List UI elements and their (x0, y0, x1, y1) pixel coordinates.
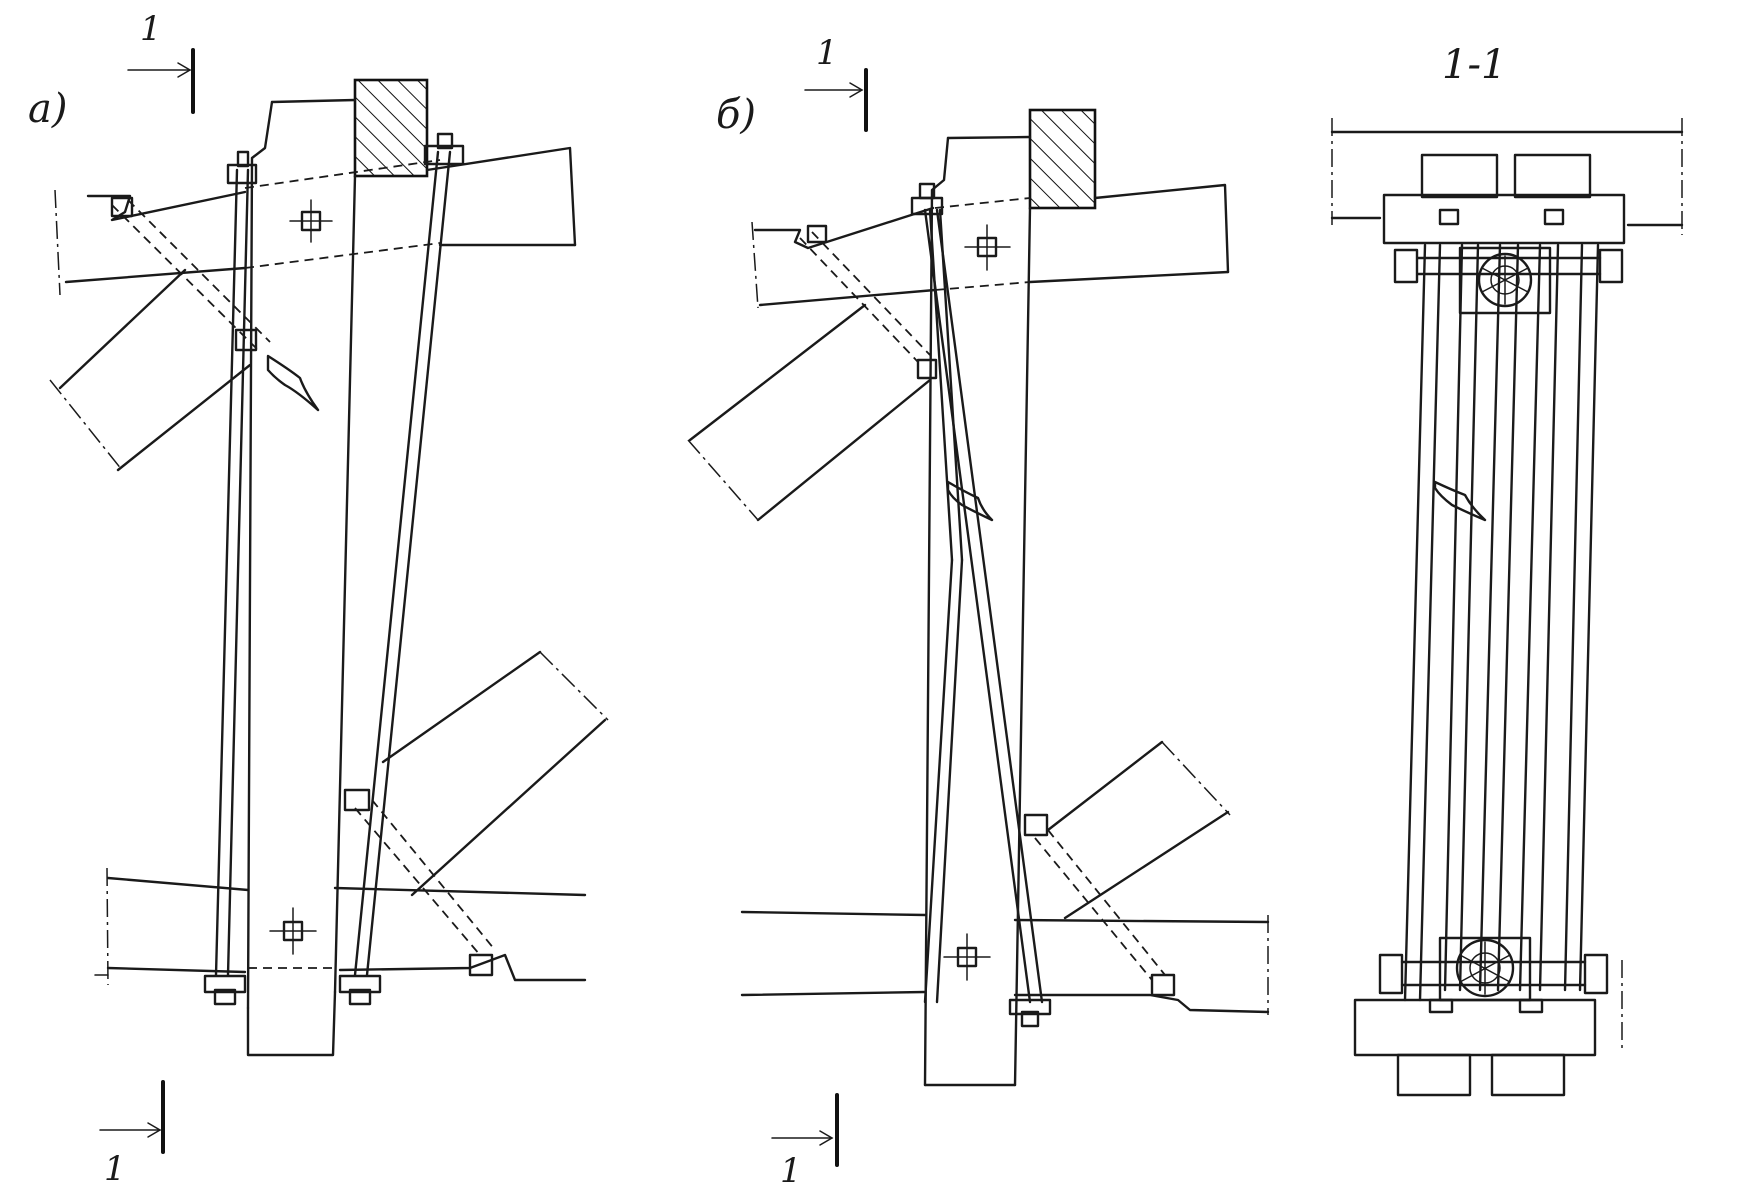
top-block-b (1028, 108, 1097, 210)
section-marker-a-top: 1 (127, 9, 195, 114)
lower-diagonal-b (1034, 740, 1231, 981)
section-bottom-beam (1353, 960, 1623, 1097)
lower-beam-a (94, 867, 587, 986)
nut-plates-b (806, 182, 1176, 1028)
drawing-a: а) 1 1 (28, 9, 609, 1189)
section-top-beam (1330, 118, 1684, 245)
break-mark-section (1433, 480, 1487, 522)
section-bottom-hardware (1378, 208, 1609, 1014)
tie-rods-b (923, 208, 1044, 1004)
upper-beam-a (54, 146, 577, 296)
upper-beam-b (751, 183, 1230, 309)
upper-diagonal-b (687, 231, 932, 522)
section-marker-b-bottom: 1 (771, 1093, 839, 1189)
section-marker-a-top-label: 1 (140, 9, 162, 49)
section-marker-b-top: 1 (804, 33, 868, 132)
variant-a-label: а) (28, 86, 67, 132)
tie-rods-a (214, 150, 452, 977)
lower-beam-b (740, 910, 1270, 1015)
section-marker-a-bottom-label: 1 (104, 1149, 126, 1189)
lower-diagonal-a (354, 650, 609, 956)
bolts-b (943, 224, 1011, 981)
section-marker-b-bottom-label: 1 (780, 1151, 802, 1189)
top-block-a (353, 78, 429, 178)
section-title: 1-1 (1442, 42, 1506, 88)
central-post-b (923, 135, 1032, 1087)
section-marker-b-top-label: 1 (816, 33, 838, 73)
variant-b-label: б) (716, 92, 756, 138)
central-post-a (246, 98, 357, 1057)
section-1-1: 1-1 (1330, 42, 1684, 1097)
bolts-a (269, 199, 333, 955)
nut-plates-a (110, 132, 494, 1006)
section-rods (1403, 243, 1600, 1002)
break-mark-b (946, 480, 994, 522)
break-mark-a (266, 354, 320, 412)
section-top-hardware (1393, 246, 1624, 315)
drawing-b: б) 1 1 (687, 33, 1270, 1189)
section-marker-a-bottom: 1 (99, 1080, 165, 1189)
